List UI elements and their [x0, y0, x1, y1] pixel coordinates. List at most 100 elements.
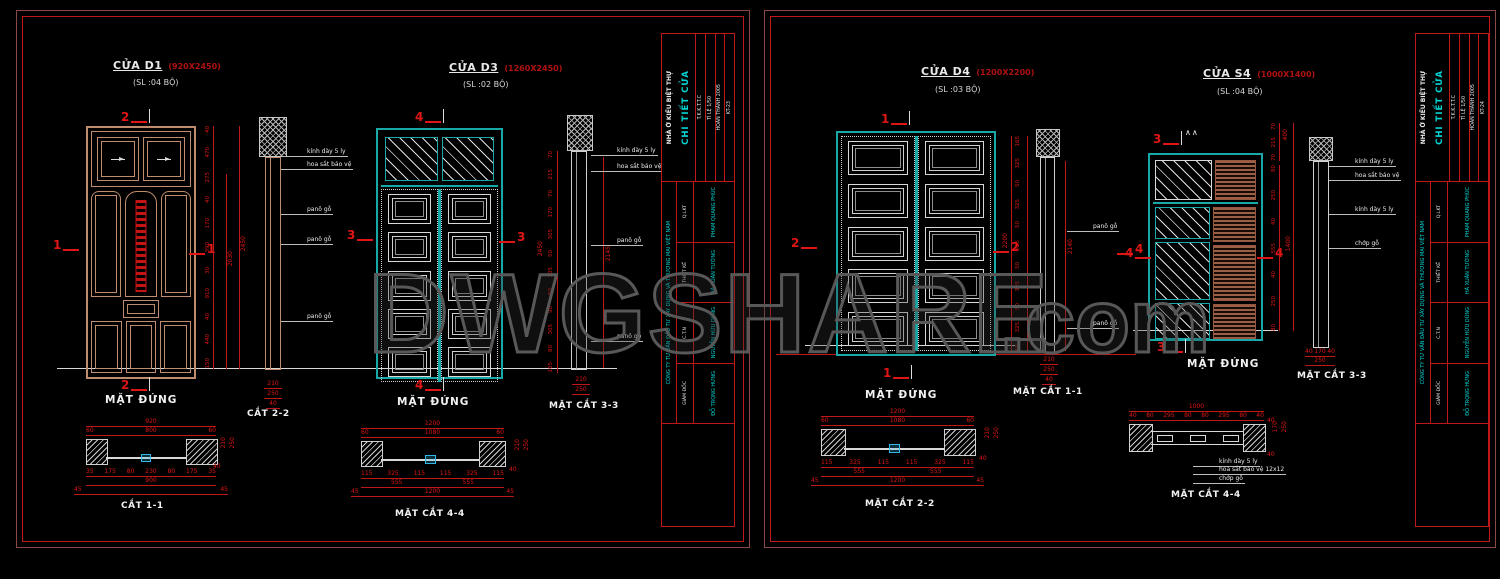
role-label: GIÁM ĐỐC — [1436, 381, 1442, 406]
transom-glass — [441, 137, 494, 181]
role-label: GIÁM ĐỐC — [682, 381, 688, 406]
door-d1-size: (920X2450) — [168, 62, 221, 71]
dim-value: 250 — [1271, 189, 1278, 201]
window-louver — [1212, 207, 1256, 243]
section-label-matcat11: MẶT CẮT 1-1 — [1013, 387, 1083, 397]
titleblock-empty-cell — [1416, 424, 1488, 526]
dim-value: 900 — [145, 477, 157, 484]
dim-value: 40 — [205, 126, 212, 133]
dim-value: 210 — [984, 427, 991, 439]
dim-value: 800 — [145, 427, 157, 434]
role-name: PHẠM QUANG PHÚC — [1465, 186, 1471, 237]
leader-label: panô gỗ — [590, 237, 644, 246]
section-marker: 4 — [415, 375, 445, 391]
door-panel — [924, 269, 984, 304]
dim-value: 210 — [514, 439, 521, 451]
dim-value: 555 — [930, 468, 942, 475]
door-arch-panel — [125, 191, 157, 297]
leader-label: panô gỗ — [590, 333, 644, 342]
dim-value: 115 — [821, 459, 833, 466]
door-leaf-plan — [844, 448, 944, 450]
dim-inner-d3: 2145 — [605, 246, 612, 262]
dim-value: 215 — [548, 168, 555, 180]
dim-value: 80 — [167, 468, 176, 475]
plan-center-mark — [141, 454, 151, 462]
section-label-matcat44-right: MẶT CẮT 4-4 — [1171, 490, 1241, 500]
door-d1-elevation — [86, 126, 196, 379]
door-leaf-plan — [106, 457, 186, 459]
dim-value: 35 — [86, 468, 94, 475]
dim-value: 115 — [361, 470, 373, 477]
section-label-cat22: CẮT 2-2 — [247, 409, 290, 419]
door-d3-qty: (SL :02 BỘ) — [463, 80, 509, 89]
transom-glass — [385, 137, 438, 181]
d1-vertical-section — [265, 157, 281, 370]
dim-value: 40 — [205, 196, 212, 204]
dim-value: 60 — [496, 429, 504, 436]
door-d3-transom — [381, 133, 498, 187]
door-panel — [91, 191, 121, 297]
dim-value: 50 — [1015, 262, 1022, 270]
dim-value: 50 — [548, 249, 555, 257]
dim-overall-s4: 1400 — [1285, 236, 1292, 252]
door-panel — [448, 232, 491, 263]
swing-arrow-icon — [111, 156, 125, 161]
dim-value: 170 — [548, 207, 555, 218]
dim-value: 250 — [1271, 295, 1278, 307]
dim-value: 115 — [439, 470, 452, 477]
dim-value: 90 — [548, 306, 555, 313]
titleblock-project: NHÀ Ở KIỂU BIỆT THỰ — [1420, 70, 1427, 145]
wall-section — [1129, 424, 1153, 452]
dim-value: 45 — [811, 477, 819, 484]
titleblock-role-row: THIẾT KẾ HÀ XUÂN TƯỜNG — [677, 242, 734, 303]
dim-value: 50 — [1015, 303, 1022, 310]
door-d3-elevation — [376, 128, 503, 382]
dim-value: 210 — [220, 437, 227, 449]
sheet-left-inner-border — [22, 16, 744, 542]
door-panel — [924, 183, 984, 218]
titleblock-company-roles: CÔNG TY TƯ VẤN ĐẦU TƯ XÂY DỰNG VÀ THƯƠNG… — [662, 182, 734, 424]
dim-line — [1293, 123, 1294, 331]
dim-value: 40 — [1267, 451, 1275, 458]
titleblock-project: NHÀ Ở KIỂU BIỆT THỰ — [666, 70, 673, 145]
leader-label: panô gỗ — [280, 313, 334, 322]
wall-section — [1243, 424, 1266, 452]
dim-value: 115 — [492, 470, 504, 477]
leader-label: hoa sắt bảo vệ — [280, 161, 354, 170]
d3-vertical-section — [571, 151, 587, 370]
wall-section — [821, 429, 846, 456]
dim-value: 210 — [572, 377, 590, 385]
s4-section-dims: 250 — [1305, 358, 1335, 366]
dim-value: 80 — [1271, 324, 1278, 331]
dim-value: 910 — [205, 287, 212, 299]
leader-label: panô gỗ — [1066, 223, 1120, 232]
role-name: PHẠM QUANG PHÚC — [711, 186, 717, 237]
titleblock-company: CÔNG TY TƯ VẤN ĐẦU TƯ XÂY DỰNG VÀ THƯƠNG… — [1420, 220, 1426, 385]
door-leaf — [841, 136, 915, 351]
dim-value: 215 — [1271, 136, 1278, 148]
role-label: Q.LKT — [682, 205, 688, 219]
dim-line — [1011, 136, 1012, 351]
door-d1-transom — [91, 131, 191, 187]
dim-line — [1027, 136, 1028, 351]
role-name: ĐỖ TRỌNG HƯNG — [1465, 370, 1471, 416]
leader-label: hoa sắt bảo vệ — [590, 163, 664, 172]
wall-section — [186, 439, 218, 465]
window-s4-size: (1000X1400) — [1257, 70, 1316, 79]
door-panel — [388, 347, 431, 377]
dim-line — [239, 126, 240, 369]
dim-line — [1279, 165, 1280, 331]
door-panel — [125, 321, 157, 373]
titleblock-scale: TỈ LỆ 1/50 — [1461, 95, 1467, 120]
section-marker: 3 — [347, 225, 374, 241]
door-d4-size: (1200X2200) — [976, 68, 1035, 77]
dim-overall-d4: 2200 — [1002, 233, 1009, 249]
leader-label: panô gỗ — [280, 206, 334, 215]
dim-value: 325 — [466, 470, 478, 477]
dim-value: 325 — [849, 459, 861, 466]
door-d4-title: CỬA D4 — [921, 65, 971, 78]
